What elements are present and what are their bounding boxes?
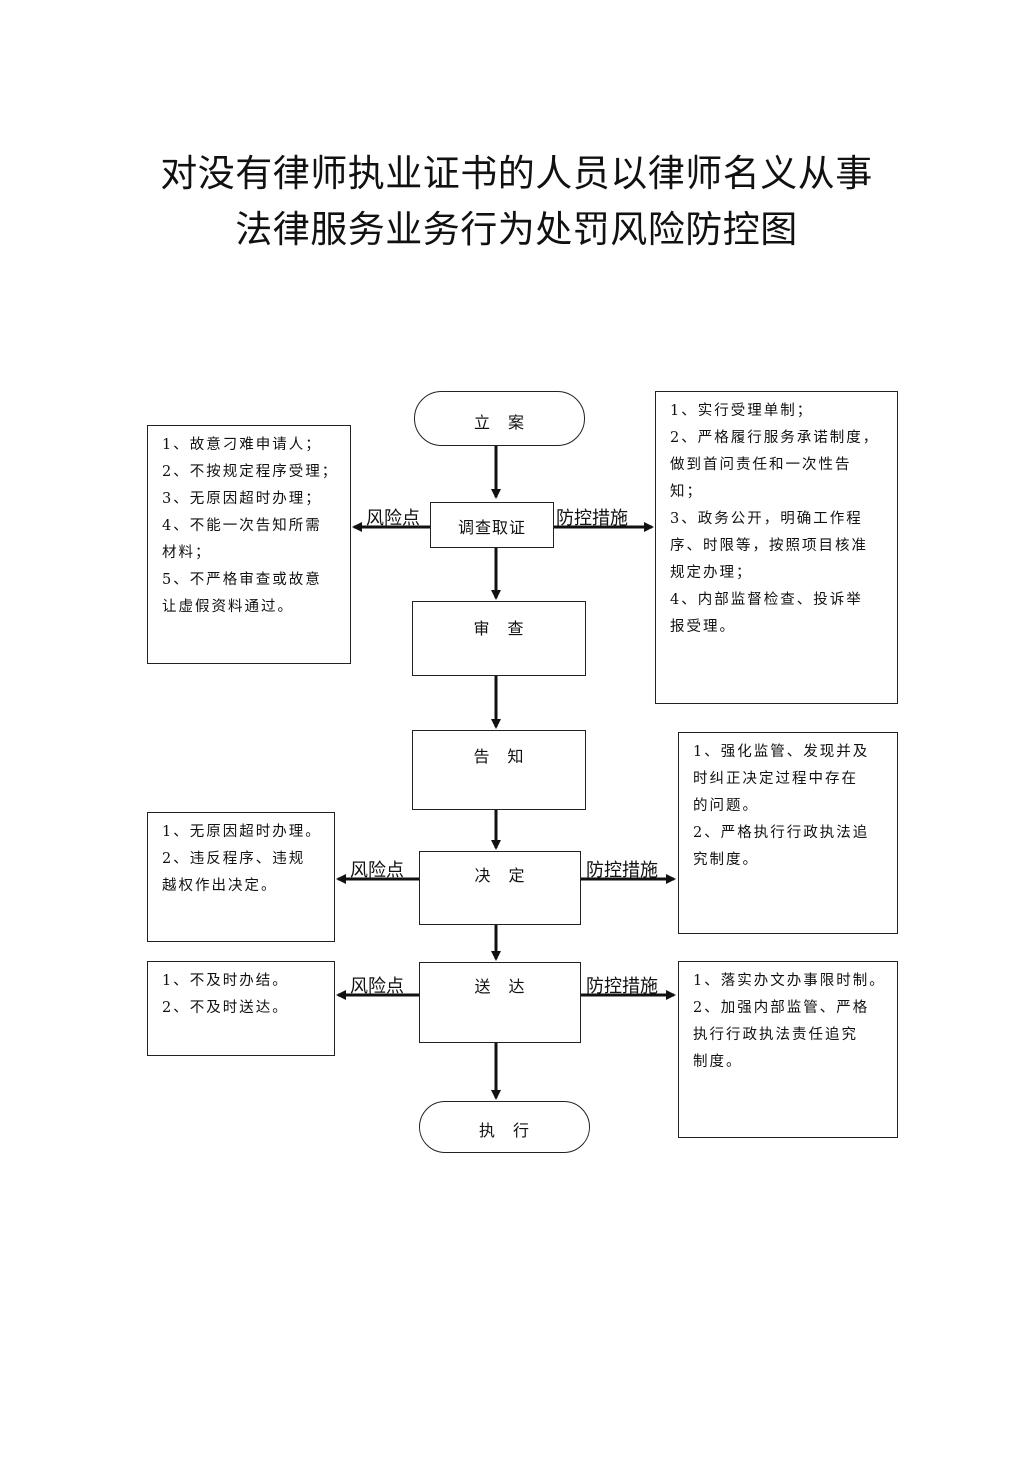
risk-item: 1、无原因超时办理。 (162, 824, 322, 840)
control-item: 做到首问责任和一次性告 (670, 457, 852, 473)
control-item: 1、实行受理单制； (670, 403, 814, 419)
node-notify-label: 告 知 (473, 747, 525, 766)
risk-box-investigate: 1、故意刁难申请人； 2、不按规定程序受理； 3、无原因超时办理； 4、不能一次… (147, 425, 351, 664)
node-deliver-label: 送 达 (474, 977, 526, 996)
risk-item: 2、不及时送达。 (162, 1000, 289, 1016)
control-item: 序、时限等，按照项目核准 (670, 538, 868, 554)
risk-point-label-deliver: 风险点 (350, 976, 404, 997)
node-review-label: 审 查 (473, 619, 525, 638)
node-review: 审 查 (412, 601, 586, 676)
node-execute-label: 执 行 (478, 1121, 530, 1140)
page-title-line-1: 对没有律师执业证书的人员以律师名义从事 (160, 152, 873, 195)
risk-item: 越权作出决定。 (162, 878, 278, 894)
node-start-label: 立 案 (473, 413, 525, 432)
node-decide-label: 决 定 (474, 866, 526, 885)
control-item: 知； (670, 484, 703, 500)
risk-item: 2、不按规定程序受理； (162, 464, 339, 480)
control-label-decide: 防控措施 (586, 860, 658, 881)
node-start: 立 案 (414, 391, 585, 446)
control-box-deliver: 1、落实办文办事限时制。 2、加强内部监管、严格 执行行政执法责任追究 制度。 (678, 961, 898, 1138)
node-deliver: 送 达 (419, 962, 581, 1043)
control-item: 制度。 (693, 1054, 743, 1070)
risk-point-label-decide: 风险点 (350, 860, 404, 881)
control-item: 2、严格履行服务承诺制度， (670, 430, 880, 446)
control-label-investigate: 防控措施 (556, 508, 628, 529)
risk-item: 3、无原因超时办理； (162, 491, 322, 507)
control-item: 究制度。 (693, 852, 759, 868)
node-investigate: 调查取证 (430, 502, 554, 548)
control-box-investigate: 1、实行受理单制； 2、严格履行服务承诺制度， 做到首问责任和一次性告 知； 3… (655, 391, 898, 704)
control-label-deliver: 防控措施 (586, 976, 658, 997)
risk-item: 材料； (162, 545, 212, 561)
risk-item: 1、故意刁难申请人； (162, 437, 322, 453)
node-decide: 决 定 (419, 851, 581, 925)
risk-item: 4、不能一次告知所需 (162, 518, 322, 534)
risk-item: 1、不及时办结。 (162, 973, 289, 989)
risk-box-decide: 1、无原因超时办理。 2、违反程序、违规 越权作出决定。 (147, 812, 335, 942)
risk-item: 5、不严格审查或故意 (162, 572, 322, 588)
node-notify: 告 知 (412, 730, 586, 810)
node-execute: 执 行 (419, 1101, 590, 1153)
control-box-decide: 1、强化监管、发现并及 时纠正决定过程中存在 的问题。 2、严格执行行政执法追 … (678, 732, 898, 934)
control-item: 报受理。 (670, 619, 736, 635)
control-item: 2、加强内部监管、严格 (693, 1000, 870, 1016)
risk-item: 让虚假资料通过。 (162, 599, 294, 615)
risk-box-deliver: 1、不及时办结。 2、不及时送达。 (147, 961, 335, 1056)
control-item: 规定办理； (670, 565, 753, 581)
control-item: 2、严格执行行政执法追 (693, 825, 870, 841)
control-item: 3、政务公开，明确工作程 (670, 511, 863, 527)
control-item: 执行行政执法责任追究 (693, 1027, 858, 1043)
control-item: 1、落实办文办事限时制。 (693, 973, 886, 989)
control-item: 时纠正决定过程中存在 (693, 771, 858, 787)
control-item: 4、内部监督检查、投诉举 (670, 592, 863, 608)
risk-point-label-investigate: 风险点 (366, 508, 420, 529)
node-investigate-label: 调查取证 (457, 518, 526, 537)
page-title-line-2: 法律服务业务行为处罚风险防控图 (235, 208, 798, 251)
control-item: 的问题。 (693, 798, 759, 814)
risk-item: 2、违反程序、违规 (162, 851, 306, 867)
control-item: 1、强化监管、发现并及 (693, 744, 870, 760)
